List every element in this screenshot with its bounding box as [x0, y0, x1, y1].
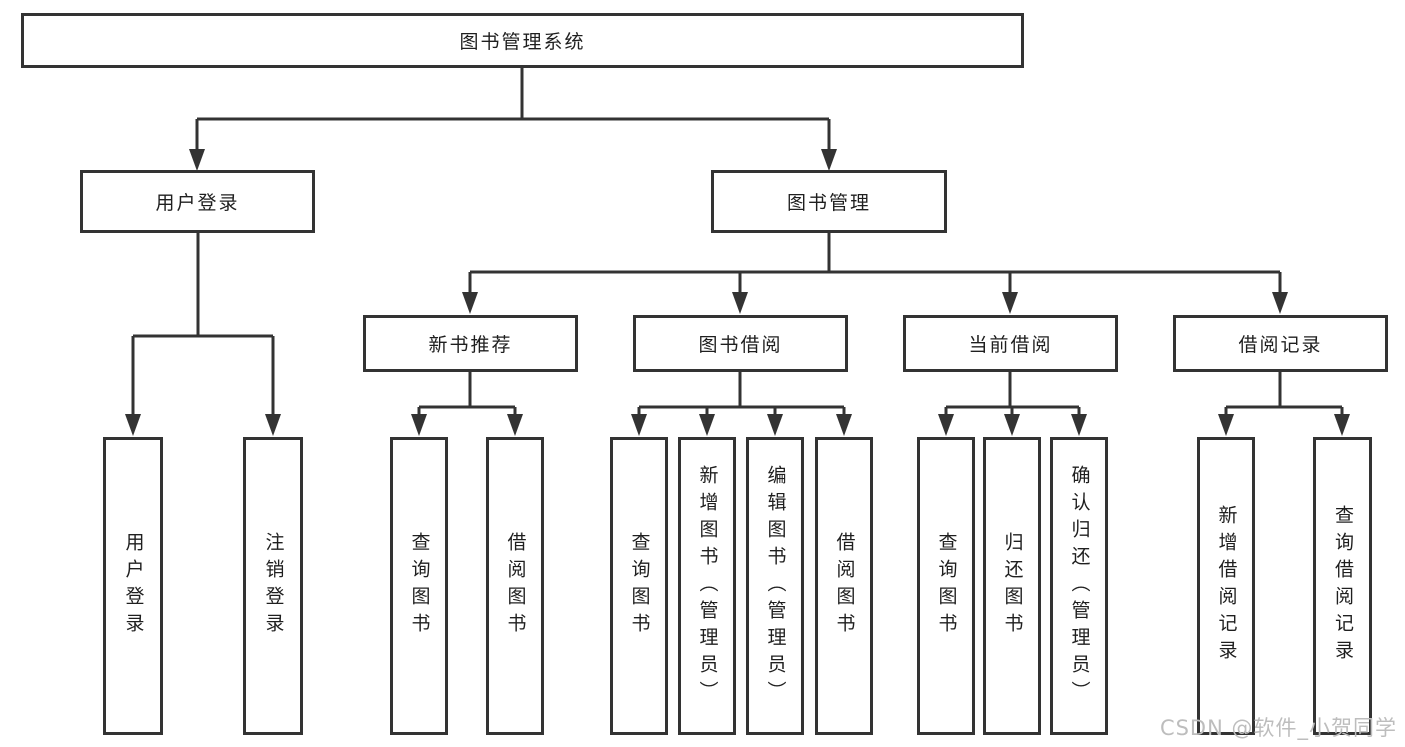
node-current-borrow-label: 当前借阅	[968, 334, 1053, 356]
leaf-query-borrow-record-label: 查询借阅记录	[1332, 505, 1354, 667]
node-user-login: 用户登录	[80, 170, 315, 233]
leaf-logout: 注销登录	[243, 437, 303, 735]
csdn-watermark: CSDN @软件_小贺同学	[1159, 716, 1397, 740]
leaf-add-borrow-record-label: 新增借阅记录	[1215, 505, 1238, 667]
node-book-borrow-label: 图书借阅	[698, 334, 783, 356]
leaf-query-books-borrow-label: 查询图书	[628, 532, 651, 640]
leaf-return-book-label: 归还图书	[1001, 532, 1024, 640]
leaf-query-books-borrow: 查询图书	[610, 437, 668, 735]
node-borrow-records-label: 借阅记录	[1238, 334, 1323, 356]
leaf-logout-label: 注销登录	[262, 532, 285, 640]
leaf-borrow-books-label: 借阅图书	[833, 532, 856, 640]
node-root-label: 图书管理系统	[459, 31, 586, 53]
leaf-edit-book-admin-label: 编辑图书（管理员）	[764, 464, 787, 708]
leaf-query-books-current-label: 查询图书	[935, 532, 958, 640]
node-user-login-label: 用户登录	[155, 192, 240, 214]
leaf-add-book-admin-label: 新增图书（管理员）	[696, 464, 719, 708]
node-new-book-recommend-label: 新书推荐	[428, 334, 513, 356]
node-new-book-recommend: 新书推荐	[363, 315, 578, 372]
arrowheads	[125, 149, 1350, 436]
leaf-borrow-books-recommend: 借阅图书	[486, 437, 544, 735]
leaf-user-login-label: 用户登录	[122, 532, 145, 640]
leaf-borrow-books-recommend-label: 借阅图书	[504, 532, 527, 640]
leaf-confirm-return-admin: 确认归还（管理员）	[1050, 437, 1108, 735]
node-root: 图书管理系统	[21, 13, 1024, 68]
leaf-query-books-recommend-label: 查询图书	[408, 532, 431, 640]
leaf-query-books-current: 查询图书	[917, 437, 975, 735]
leaf-return-book: 归还图书	[983, 437, 1041, 735]
leaf-user-login: 用户登录	[103, 437, 163, 735]
leaf-confirm-return-admin-label: 确认归还（管理员）	[1068, 464, 1091, 708]
node-borrow-records: 借阅记录	[1173, 315, 1388, 372]
leaf-add-book-admin: 新增图书（管理员）	[678, 437, 736, 735]
node-book-management-label: 图书管理	[786, 192, 871, 214]
node-book-management: 图书管理	[711, 170, 947, 233]
leaf-edit-book-admin: 编辑图书（管理员）	[746, 437, 804, 735]
leaf-borrow-books: 借阅图书	[815, 437, 873, 735]
node-current-borrow: 当前借阅	[903, 315, 1118, 372]
leaf-query-borrow-record: 查询借阅记录	[1313, 437, 1372, 735]
leaf-query-books-recommend: 查询图书	[390, 437, 448, 735]
leaf-add-borrow-record: 新增借阅记录	[1197, 437, 1255, 735]
node-book-borrow: 图书借阅	[633, 315, 848, 372]
